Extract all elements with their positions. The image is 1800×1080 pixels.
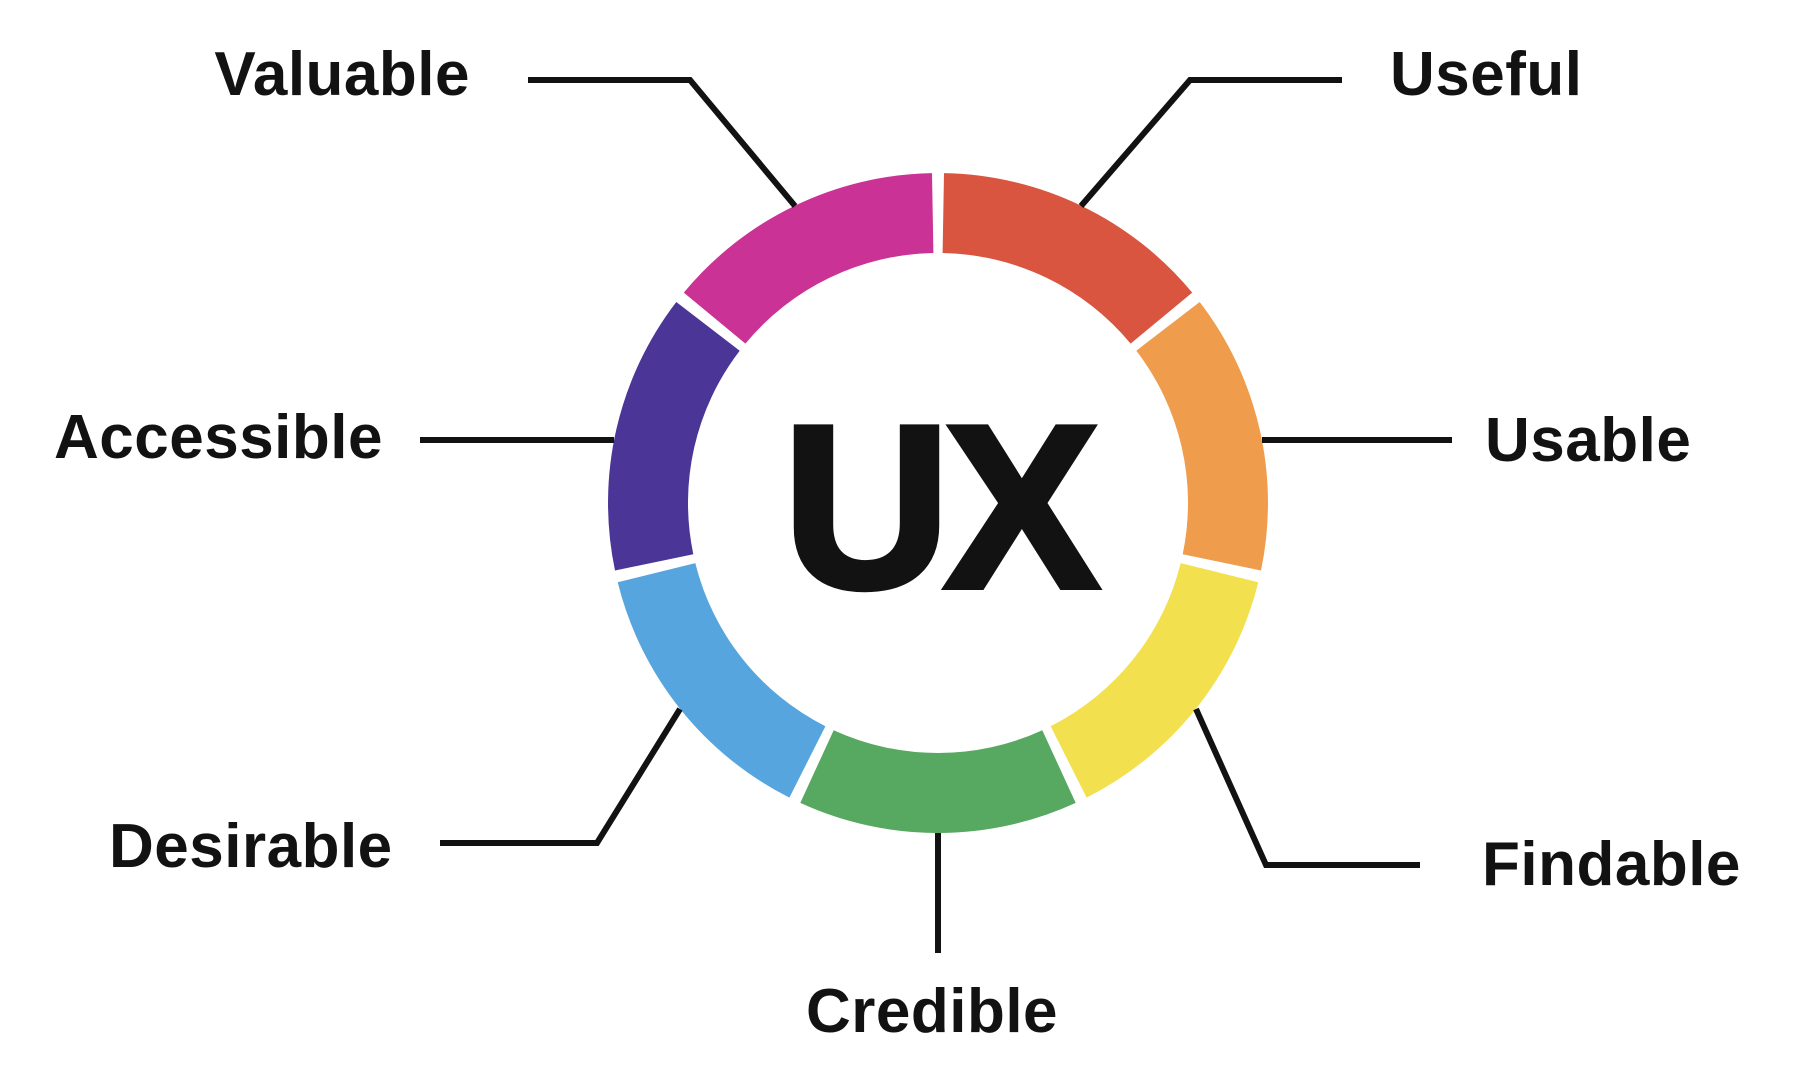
segment-valuable [683, 173, 934, 344]
segment-findable [1050, 563, 1259, 798]
label-usable: Usable [1485, 406, 1691, 475]
connector-valuable [528, 77, 798, 208]
segment-desirable [617, 563, 826, 798]
segment-useful [942, 173, 1193, 344]
label-credible: Credible [806, 977, 1058, 1046]
segment-credible [800, 730, 1076, 834]
connector-lines-group [420, 77, 1452, 953]
label-valuable: Valuable [214, 40, 470, 109]
label-findable: Findable [1482, 830, 1741, 899]
donut-segments-group [608, 173, 1268, 834]
label-accessible: Accessible [54, 403, 383, 472]
connector-findable [1193, 707, 1420, 868]
connector-desirable [440, 707, 683, 846]
segment-accessible [608, 302, 740, 571]
label-useful: Useful [1390, 40, 1582, 109]
connector-useful [1078, 77, 1342, 208]
segment-usable [1136, 302, 1268, 571]
label-desirable: Desirable [109, 812, 393, 881]
center-label: UX [783, 378, 1098, 637]
